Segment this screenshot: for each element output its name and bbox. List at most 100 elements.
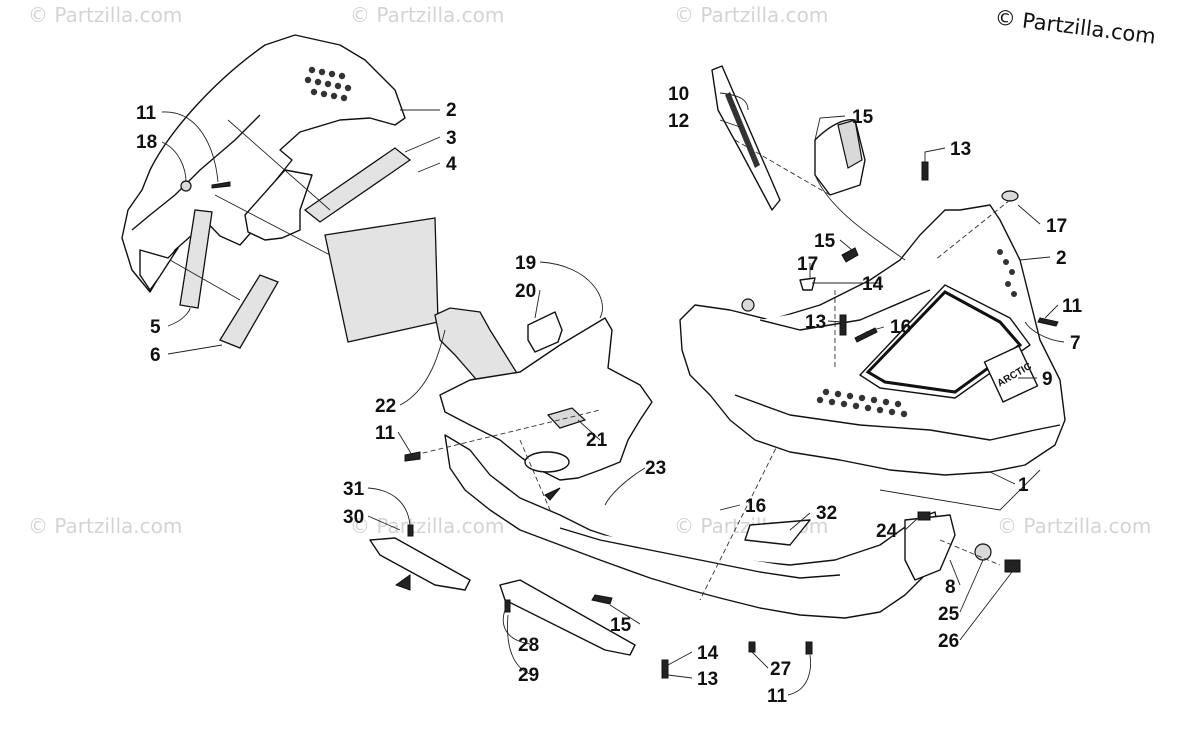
watermark: © Partzilla.com [28, 514, 182, 538]
tie-15-upper [841, 247, 859, 263]
watermark: © Partzilla.com [350, 514, 504, 538]
leader-lines [161, 92, 1065, 696]
hood-lower-skirt [734, 394, 1061, 441]
callout-number: 16 [745, 496, 766, 517]
callout-number: 10 [668, 84, 689, 105]
cable-line [814, 174, 906, 261]
rivet-11-center [404, 451, 421, 462]
callout-number: 7 [1070, 333, 1081, 354]
screw-13-upper [921, 161, 929, 181]
watermark: © Partzilla.com [997, 514, 1151, 538]
screw-13-lower [661, 659, 669, 679]
hood-logo-decal-9 [983, 345, 1039, 403]
callout-number: 3 [446, 128, 457, 149]
foam-strip-3 [303, 147, 412, 223]
vent-holes [304, 66, 352, 102]
belly-pan-ridge [559, 527, 841, 579]
callout-number: 17 [1046, 216, 1067, 237]
hood-group: ARCTIC [679, 65, 1066, 511]
callout-number: 11 [136, 103, 157, 124]
assembly-line [734, 139, 831, 196]
cable-tie-15-lower [591, 594, 613, 605]
callout-number: 20 [515, 281, 536, 302]
callout-number: 25 [938, 604, 960, 625]
callout-labels: 1 2 2 3 4 5 6 7 8 9 10 11 11 11 11 11 12… [136, 84, 1083, 707]
hood-vent-holes [816, 249, 1017, 418]
callout-number: 31 [343, 479, 365, 500]
callout-number: 28 [518, 635, 539, 656]
callout-number: 2 [446, 100, 457, 121]
rivet-27 [748, 641, 756, 653]
arrow-marker [394, 574, 411, 591]
assembly-line [169, 259, 241, 301]
callout-number: 14 [697, 643, 719, 664]
hood-upper-rim [759, 289, 931, 331]
rivet-11-right [1037, 317, 1059, 327]
assembly-line [519, 439, 551, 511]
push-rivet-17-left [799, 277, 816, 291]
washer-24 [917, 511, 931, 521]
callout-number: 21 [586, 430, 608, 451]
windshield-15-tint [837, 119, 863, 169]
foam-strip-5 [179, 209, 213, 309]
clip-18 [180, 180, 192, 192]
callout-number: 14 [862, 274, 884, 295]
callout-number: 30 [343, 507, 364, 528]
callout-number: 11 [767, 686, 788, 707]
inner-panel [244, 169, 313, 241]
assembly-line [227, 119, 331, 211]
grommet-17-right [1001, 190, 1019, 202]
rivet-28 [504, 599, 511, 613]
callout-number: 6 [150, 345, 161, 366]
callout-number: 18 [136, 132, 157, 153]
callout-number: 1 [1018, 475, 1029, 496]
callout-number: 11 [1062, 296, 1083, 317]
callout-number: 15 [814, 231, 836, 252]
push-rivet-26 [1004, 559, 1021, 573]
callout-number: 15 [852, 107, 874, 128]
callout-number: 13 [697, 669, 718, 690]
callout-number: 22 [375, 396, 396, 417]
rivet-11-lower [805, 641, 813, 655]
grommet-left [741, 298, 755, 312]
callout-number: 5 [150, 317, 161, 338]
callout-number: 29 [518, 665, 539, 686]
callout-number: 8 [945, 577, 956, 598]
callout-number: 13 [805, 312, 826, 333]
callout-number: 2 [1056, 248, 1067, 269]
foam-block-6 [219, 274, 279, 349]
hood-window-trim [865, 290, 1023, 394]
callout-number: 23 [645, 458, 666, 479]
watermark: © Partzilla.com [674, 3, 828, 27]
watermark: © Partzilla.com [350, 3, 504, 27]
left-side-panel-group [121, 34, 439, 349]
side-panel-lower-flap [139, 247, 179, 291]
callout-number: 32 [816, 503, 837, 524]
copyright-notice: © Partzilla.com [993, 5, 1157, 49]
callout-number: 15 [610, 615, 632, 636]
callout-number: 9 [1042, 369, 1053, 390]
callout-number: 12 [668, 111, 689, 132]
callout-number: 19 [515, 253, 536, 274]
ground-plane-line [879, 469, 1041, 511]
bracket-hole [524, 451, 570, 473]
assembly-line [214, 194, 331, 256]
callout-number: 11 [375, 423, 396, 444]
skid-strip-30 [369, 537, 471, 591]
callout-number: 26 [938, 631, 959, 652]
callout-number: 16 [890, 317, 911, 338]
bracket-plate-20 [527, 311, 563, 353]
callout-number: 4 [446, 154, 457, 175]
arrow-marker [544, 487, 561, 501]
callout-number: 24 [876, 521, 898, 542]
rivet-11 [211, 181, 231, 189]
callout-number: 17 [797, 254, 818, 275]
assembly-line [699, 419, 791, 601]
screw-13-mid [839, 314, 847, 336]
callout-number: 27 [770, 659, 791, 680]
belly-pan-flap [904, 514, 956, 581]
rivet-31 [407, 524, 414, 537]
watermark: © Partzilla.com [28, 3, 182, 27]
assembly-line [934, 199, 1011, 261]
